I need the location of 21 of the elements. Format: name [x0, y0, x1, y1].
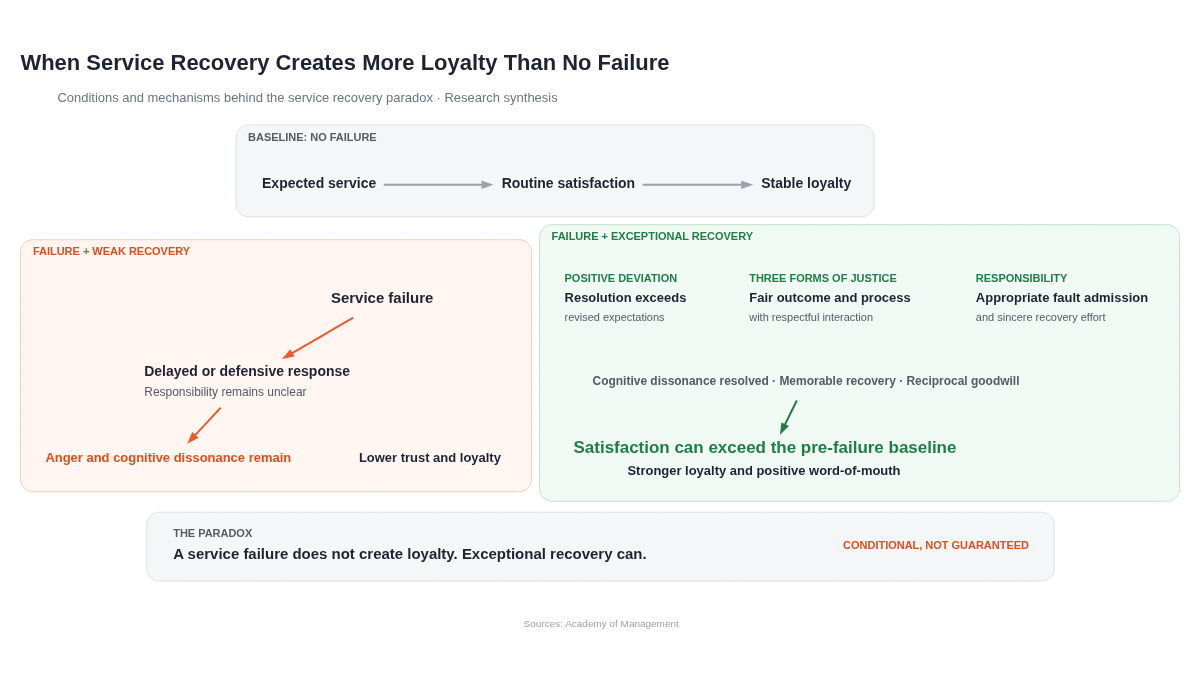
node-text: Anger and cognitive dissonance remain — [45, 449, 292, 465]
node-text: Satisfaction can exceed the pre-failure baseline Stronger loyalty and positive word-of-mouth — [573, 437, 957, 478]
arrow — [779, 399, 798, 435]
node-text: RESPONSIBILITY Appropriate fault admission and sincere recovery effort — [975, 271, 1149, 323]
node-text: POSITIVE DEVIATION Resolution exceeds revised expectations — [564, 271, 687, 323]
arrow — [382, 180, 494, 189]
arrow — [282, 316, 355, 359]
arrow — [187, 406, 222, 444]
node-text: Cognitive dissonance resolved · Memorable recovery · Reciprocal goodwill — [592, 373, 1020, 388]
node-text: Expected service — [262, 174, 377, 191]
node-text: Routine satisfaction — [501, 174, 636, 191]
node-text: Stable loyalty — [761, 174, 852, 191]
node-text: Lower trust and loyalty — [358, 449, 501, 465]
arrow — [641, 180, 754, 189]
diagram-title: When Service Recovery Creates More Loyalty Than No Failure — [20, 49, 670, 75]
node-text: Delayed or defensive response Responsibility remains unclear — [144, 362, 351, 399]
node-text: Service failure — [330, 288, 434, 306]
label: Sources: Academy of Management — [523, 617, 679, 629]
label: Conditions and mechanisms behind the service recovery paradox · Research synthesis — [57, 89, 558, 105]
node-text: THREE FORMS OF JUSTICE Fair outcome and process with respectful interaction — [749, 271, 911, 323]
node-box: THE PARADOX A service failure does not create loyalty. Exceptional recovery can. CONDITIONAL, NOT GUARANTEED — [146, 511, 1055, 582]
